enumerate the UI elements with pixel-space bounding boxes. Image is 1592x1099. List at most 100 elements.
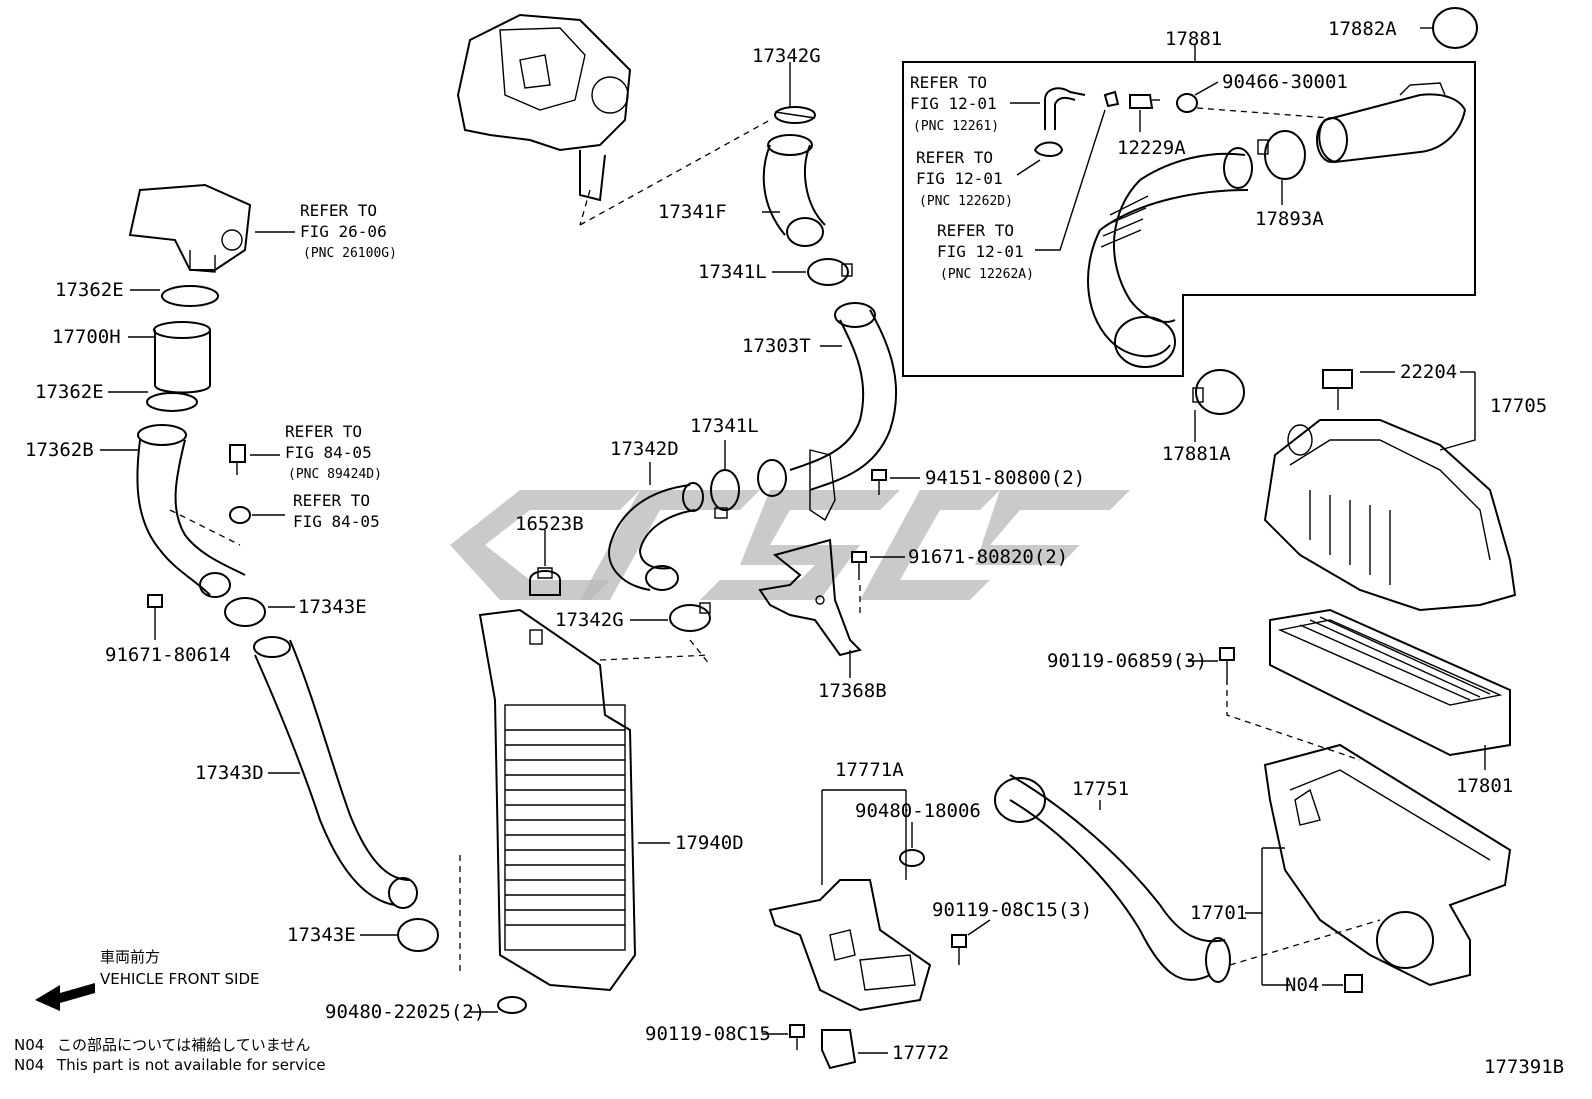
clamp-17362E-top xyxy=(161,285,219,307)
bracket-17368B xyxy=(758,538,862,657)
label-17881A[interactable]: 17881A xyxy=(1162,443,1231,465)
label-90466-30001[interactable]: 90466-30001 xyxy=(1222,71,1348,93)
vehicle-front-label-en: VEHICLE FRONT SIDE xyxy=(100,970,260,988)
grommet-90480-18006 xyxy=(899,849,925,867)
refer-line1: REFER TO xyxy=(293,491,370,510)
hose-17342D xyxy=(608,482,704,591)
footnote-text-1: この部品については補給していません xyxy=(57,1036,310,1054)
bracket-17772 xyxy=(821,1029,857,1070)
label-17341F[interactable]: 17341F xyxy=(658,201,727,223)
clamp-17881A xyxy=(1192,369,1245,415)
clamp-17893A xyxy=(1257,130,1306,180)
hose-17341F xyxy=(762,134,826,247)
refer-line1: REFER TO xyxy=(916,148,993,167)
grommet-N04 xyxy=(1344,974,1363,993)
clamp-17343E-top xyxy=(224,597,266,627)
cap-16523B xyxy=(529,567,561,596)
label-17343E-top[interactable]: 17343E xyxy=(298,596,367,618)
label-17362B[interactable]: 17362B xyxy=(25,439,94,461)
bolt-94151-80800 xyxy=(871,469,887,495)
label-90119-08C15[interactable]: 90119-08C15 xyxy=(645,1023,771,1045)
footnote-text-2: This part is not available for service xyxy=(56,1056,326,1074)
refer-line2: FIG 12-01 xyxy=(910,94,997,113)
refer-line1: REFER TO xyxy=(285,422,362,441)
pipe-17362B xyxy=(136,424,246,598)
refer-pnc: (PNC 26100G) xyxy=(303,246,397,261)
label-17341L-mid[interactable]: 17341L xyxy=(690,415,759,437)
label-91671-80820[interactable]: 91671-80820(2) xyxy=(908,546,1068,568)
label-17772[interactable]: 17772 xyxy=(892,1042,949,1064)
clamp-17362E-bottom xyxy=(146,392,198,412)
refer-fig-26-06[interactable]: REFER TO FIG 26-06 (PNC 26100G) xyxy=(300,201,397,261)
label-17940D[interactable]: 17940D xyxy=(675,832,744,854)
sensor-22204 xyxy=(1322,369,1353,410)
label-17705[interactable]: 17705 xyxy=(1490,395,1547,417)
label-17343E-bottom[interactable]: 17343E xyxy=(287,924,356,946)
label-17303T[interactable]: 17303T xyxy=(742,335,811,357)
washer-84-05 xyxy=(229,506,251,524)
label-17342G-top[interactable]: 17342G xyxy=(752,45,821,67)
label-N04[interactable]: N04 xyxy=(1285,974,1319,996)
label-91671-80614[interactable]: 91671-80614 xyxy=(105,644,231,666)
label-16523B[interactable]: 16523B xyxy=(515,513,584,535)
label-17343D[interactable]: 17343D xyxy=(195,762,264,784)
bolt-90119-08C15-3 xyxy=(951,934,967,965)
footnote-code-2: N04 xyxy=(14,1056,44,1074)
label-17342D[interactable]: 17342D xyxy=(610,438,679,460)
clamp-17342G-top xyxy=(774,106,816,124)
bolt-91671-80820 xyxy=(851,551,867,580)
turbocharger-drawing xyxy=(456,13,632,202)
label-17751[interactable]: 17751 xyxy=(1072,778,1129,800)
label-22204[interactable]: 22204 xyxy=(1400,361,1457,383)
label-17700H[interactable]: 17700H xyxy=(52,326,121,348)
refer-fig-84-05-b[interactable]: REFER TO FIG 84-05 xyxy=(293,491,380,531)
label-12229A[interactable]: 12229A xyxy=(1117,137,1186,159)
flange-26100G xyxy=(128,183,252,273)
label-17893A[interactable]: 17893A xyxy=(1255,208,1324,230)
refer-fig-84-05-a[interactable]: REFER TO FIG 84-05 (PNC 89424D) xyxy=(285,422,382,482)
watermark-logo xyxy=(450,490,1130,600)
label-17701[interactable]: 17701 xyxy=(1190,902,1247,924)
label-17881[interactable]: 17881 xyxy=(1165,28,1222,50)
label-90119-08C15-3[interactable]: 90119-08C15(3) xyxy=(932,899,1092,921)
refer-line1: REFER TO xyxy=(300,201,377,220)
label-90119-06859[interactable]: 90119-06859(3) xyxy=(1047,650,1207,672)
refer-pnc: (PNC 12262D) xyxy=(919,194,1013,209)
bracket-17771A xyxy=(768,879,932,1012)
label-90480-18006[interactable]: 90480-18006 xyxy=(855,800,981,822)
hose-17881 xyxy=(1087,147,1253,368)
refer-fig-12-01-a[interactable]: REFER TO FIG 12-01 (PNC 12261) xyxy=(910,73,999,134)
filter-element-17801 xyxy=(1269,608,1511,757)
grommet-90480-22025 xyxy=(497,996,527,1014)
label-17362E-bottom[interactable]: 17362E xyxy=(35,381,104,403)
refer-line2: FIG 84-05 xyxy=(293,512,380,531)
clamp-17882A xyxy=(1432,7,1478,49)
refer-fig-12-01-c[interactable]: REFER TO FIG 12-01 (PNC 12262A) xyxy=(937,221,1034,282)
label-17368B[interactable]: 17368B xyxy=(818,680,887,702)
label-17801[interactable]: 17801 xyxy=(1456,775,1513,797)
duct-17751 xyxy=(994,774,1231,983)
clamp-17342G-mid xyxy=(669,602,711,632)
breather-hose-12261 xyxy=(1044,87,1086,130)
refer-pnc: (PNC 12261) xyxy=(913,119,999,134)
hose-17343D xyxy=(253,636,418,909)
refer-pnc: (PNC 89424D) xyxy=(288,467,382,482)
bolt-91671-80614 xyxy=(147,594,163,640)
label-94151-80800[interactable]: 94151-80800(2) xyxy=(925,467,1085,489)
clamp-90466-30001 xyxy=(1176,93,1198,113)
refer-fig-12-01-b[interactable]: REFER TO FIG 12-01 (PNC 12262D) xyxy=(916,148,1013,209)
sleeve-17700H xyxy=(153,321,211,394)
vehicle-front-arrow-icon xyxy=(35,983,95,1011)
label-17771A[interactable]: 17771A xyxy=(835,759,904,781)
label-17362E-top[interactable]: 17362E xyxy=(55,279,124,301)
clip-12262D xyxy=(1033,141,1064,157)
air-cleaner-cap-17705 xyxy=(1263,419,1517,612)
label-90480-22025[interactable]: 90480-22025(2) xyxy=(325,1001,485,1023)
vehicle-front-label-jp: 車両前方 xyxy=(100,948,160,966)
refer-line1: REFER TO xyxy=(910,73,987,92)
bolt-90119-08C15 xyxy=(789,1024,805,1050)
label-17341L-top[interactable]: 17341L xyxy=(698,261,767,283)
label-17342G-mid[interactable]: 17342G xyxy=(555,609,624,631)
refer-line2: FIG 12-01 xyxy=(916,169,1003,188)
label-17882A[interactable]: 17882A xyxy=(1328,18,1397,40)
